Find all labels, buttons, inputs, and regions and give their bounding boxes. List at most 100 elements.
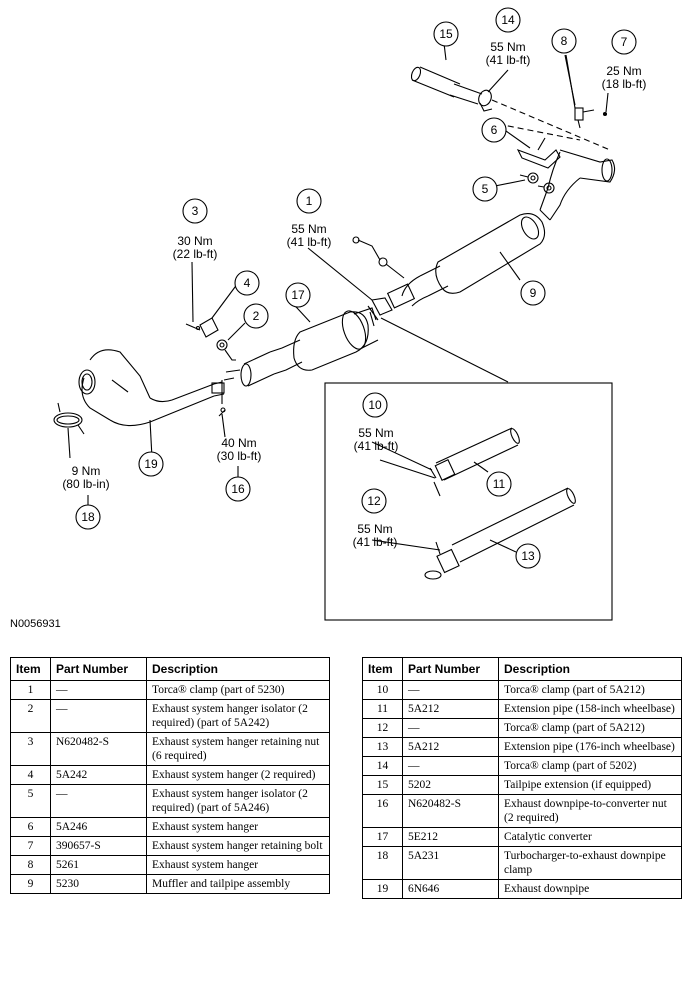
description-cell: Torca® clamp (part of 5A212) [498,718,682,738]
callout-number: 10 [368,398,382,412]
description-cell: Exhaust system hanger retaining nut (6 r… [146,732,330,766]
callout-number: 7 [621,35,628,49]
description-cell: Tailpipe extension (if equipped) [498,775,682,795]
table-row: 2—Exhaust system hanger isolator (2 requ… [10,699,330,733]
callout-circle [234,270,260,296]
torque-10-nm: 55 Nm [358,426,393,440]
item-cell: 3 [10,732,51,766]
callout-10: 10 [362,392,388,418]
callout-circle [225,476,251,502]
description-cell: Exhaust system hanger isolator (2 requir… [146,784,330,818]
description-cell: Exhaust system hanger retaining bolt [146,836,330,856]
item-cell: 14 [362,756,403,776]
torque-12: 55 Nm (41 lb-ft) [353,522,398,549]
callout-circle [515,543,541,569]
callout-7: 7 [611,29,637,55]
torque-3-nm: 30 Nm [177,234,212,248]
callout-15: 15 [433,21,459,47]
callout-circle [472,176,498,202]
callout-number: 17 [291,288,305,302]
part-number-cell: — [50,784,147,818]
callout-8: 8 [551,28,577,54]
item-cell: 1 [10,680,51,700]
description-cell: Torca® clamp (part of 5202) [498,756,682,776]
callout-number: 14 [501,13,515,27]
callout-number: 2 [253,309,260,323]
torque-14-lbft: (41 lb-ft) [486,53,531,67]
header-description: Description [498,657,682,681]
callout-2: 2 [243,303,269,329]
part-number-cell: 5A242 [50,765,147,785]
tailpipe-rear-drawing [539,149,616,221]
callout-circle [551,28,577,54]
hanger-4-drawing [185,317,236,361]
parts-table-left: Item Part Number Description 1—Torca® cl… [10,657,330,894]
inset-box [324,382,613,621]
table-row: 1—Torca® clamp (part of 5230) [10,680,330,700]
description-cell: Extension pipe (176-inch wheelbase) [498,737,682,757]
callout-6: 6 [481,117,507,143]
part-number-cell: — [402,680,499,700]
torque-3: 30 Nm (22 lb-ft) [173,234,218,261]
part-number-cell: 5A231 [402,846,499,880]
callout-circle [495,7,521,33]
description-cell: Exhaust downpipe-to-converter nut (2 req… [498,794,682,828]
table-row: 5—Exhaust system hanger isolator (2 requ… [10,784,330,818]
table-header-row: Item Part Number Description [10,657,330,681]
callout-number: 19 [144,457,158,471]
header-part-number: Part Number [402,657,499,681]
hanger-6-drawing [516,137,561,194]
description-cell: Catalytic converter [498,827,682,847]
callout-3: 3 [182,198,208,224]
callout-number: 3 [192,204,199,218]
description-cell: Torca® clamp (part of 5230) [146,680,330,700]
item-cell: 17 [362,827,403,847]
table-row: 10—Torca® clamp (part of 5A212) [362,680,682,700]
item-cell: 7 [10,836,51,856]
callout-16: 16 [225,476,251,502]
callout-number: 1 [306,194,313,208]
item-cell: 4 [10,765,51,785]
torque-7-nm: 25 Nm [606,64,641,78]
description-cell: Exhaust system hanger [146,855,330,875]
callout-circle [481,117,507,143]
item-cell: 15 [362,775,403,795]
callout-1: 1 [296,188,322,214]
description-cell: Torca® clamp (part of 5A212) [498,680,682,700]
part-number-cell: 5A246 [50,817,147,837]
part-number-cell: 5E212 [402,827,499,847]
callout-5: 5 [472,176,498,202]
callout-number: 12 [367,494,381,508]
description-cell: Exhaust system hanger (2 required) [146,765,330,785]
callout-number: 15 [439,27,453,41]
item-cell: 6 [10,817,51,837]
torque-7-lbft: (18 lb-ft) [602,77,647,91]
figure-id: N0056931 [10,618,61,630]
item-cell: 19 [362,879,403,899]
part-number-cell: — [50,680,147,700]
item-cell: 13 [362,737,403,757]
callout-number: 9 [530,286,537,300]
description-cell: Exhaust downpipe [498,879,682,899]
torque-7: 25 Nm (18 lb-ft) [602,64,647,91]
callout-circle [138,451,164,477]
callout-18: 18 [75,504,101,530]
item-cell: 10 [362,680,403,700]
callout-number: 16 [231,482,245,496]
callout-number: 8 [561,34,568,48]
header-item: Item [10,657,51,681]
callout-circle [285,282,311,308]
torque-18-lbft: (80 lb-in) [62,477,109,491]
callout-17: 17 [285,282,311,308]
callout-number: 11 [493,477,506,491]
part-number-cell: 6N646 [402,879,499,899]
